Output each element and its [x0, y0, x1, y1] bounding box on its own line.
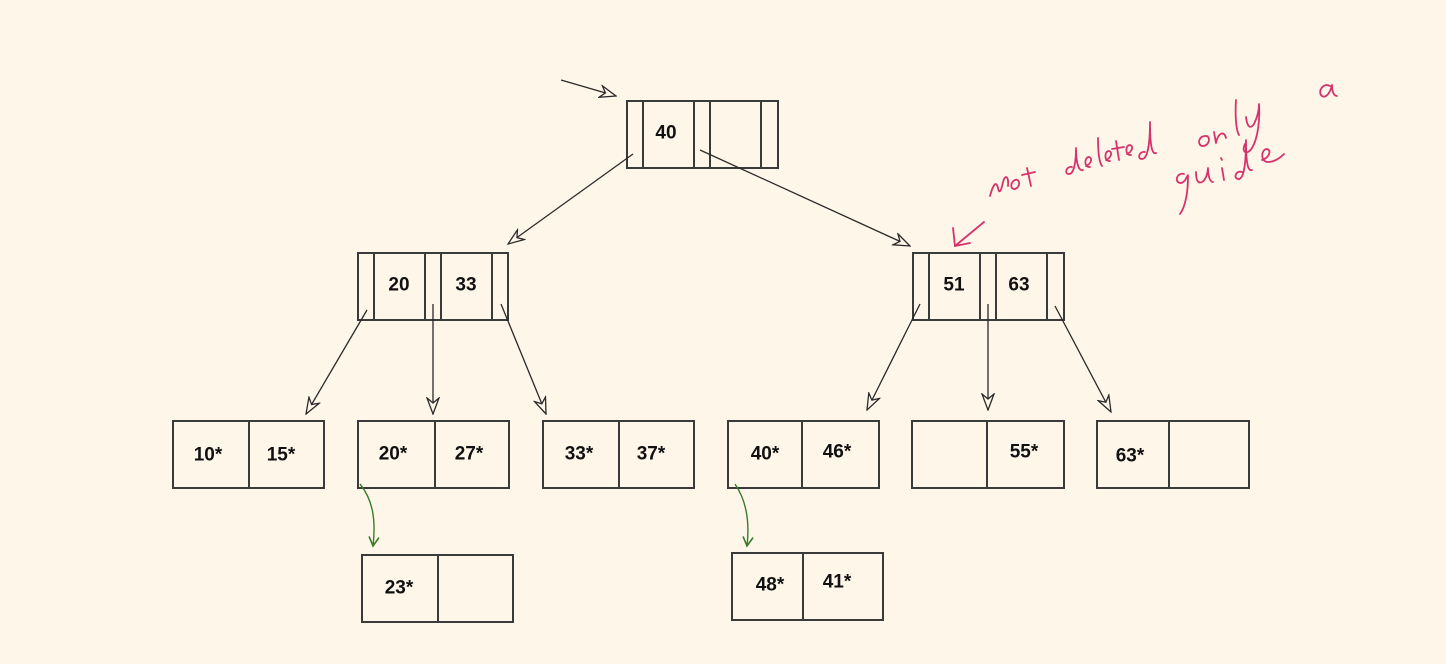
leaf-key: 55*: [1010, 442, 1039, 463]
root-entry-arrow: [560, 79, 616, 96]
leaf-key: 63*: [1116, 446, 1145, 467]
internal-right-key-1: 51: [943, 275, 965, 296]
root-node: 40: [626, 100, 779, 169]
leaf-node: 33* 37*: [542, 420, 695, 489]
overflow-node: 23*: [361, 554, 514, 623]
internal-left-key-2: 33: [455, 275, 476, 296]
edge-left-child-1: [306, 309, 368, 414]
leaf-node: 55*: [911, 420, 1065, 489]
overflow-node: 48* 41*: [731, 552, 884, 621]
edge-root-right: [699, 149, 910, 246]
leaf-node: 20* 27*: [357, 420, 510, 489]
overflow-pointer-1: [359, 483, 380, 548]
leaf-key: 20*: [379, 444, 408, 465]
root-key-1: 40: [655, 123, 676, 144]
handwritten-note: [952, 84, 1338, 247]
leaf-key: 15*: [267, 445, 296, 466]
leaf-key: 40*: [751, 444, 780, 465]
leaf-node: 63*: [1096, 420, 1250, 489]
leaf-key: 10*: [194, 445, 223, 466]
edge-left-child-3: [500, 303, 546, 414]
note-arrowhead: [952, 227, 971, 247]
overflow-pointer-2: [734, 483, 754, 548]
leaf-key: 27*: [455, 444, 484, 465]
leaf-node: 10* 15*: [172, 420, 325, 489]
overflow-key: 48*: [756, 575, 785, 596]
internal-left-key-1: 20: [388, 275, 409, 296]
edge-right-child-1: [867, 303, 921, 410]
internal-right-key-2: 63: [1008, 275, 1029, 296]
leaf-key: 33*: [565, 444, 594, 465]
note-arrow: [954, 221, 985, 247]
leaf-key: 37*: [637, 444, 666, 465]
edge-root-left: [508, 153, 634, 244]
edge-right-child-3: [1054, 305, 1111, 412]
overflow-key: 23*: [385, 578, 414, 599]
overflow-key: 41*: [823, 572, 852, 593]
leaf-node: 40* 46*: [727, 420, 880, 489]
leaf-key: 46*: [823, 442, 852, 463]
